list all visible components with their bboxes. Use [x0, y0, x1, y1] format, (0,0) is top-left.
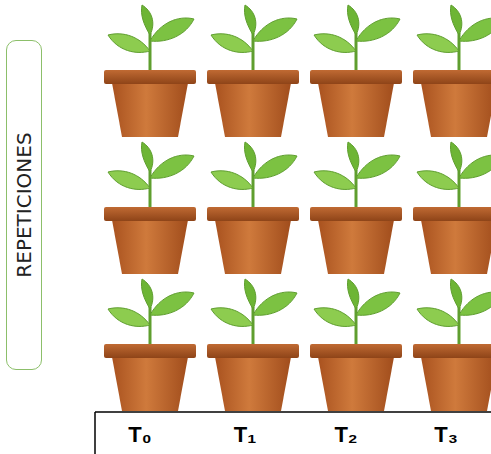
axis-title: REPETICIONES — [12, 132, 36, 277]
label-frame: REPETICIONES — [6, 40, 42, 370]
axis-tick — [94, 412, 96, 454]
axis-line — [95, 411, 491, 413]
treatment-label: T₃ — [434, 422, 458, 448]
treatment-label: T₀ — [128, 422, 151, 448]
treatment-label: T₂ — [334, 422, 357, 448]
treatment-label: T₁ — [234, 422, 257, 448]
